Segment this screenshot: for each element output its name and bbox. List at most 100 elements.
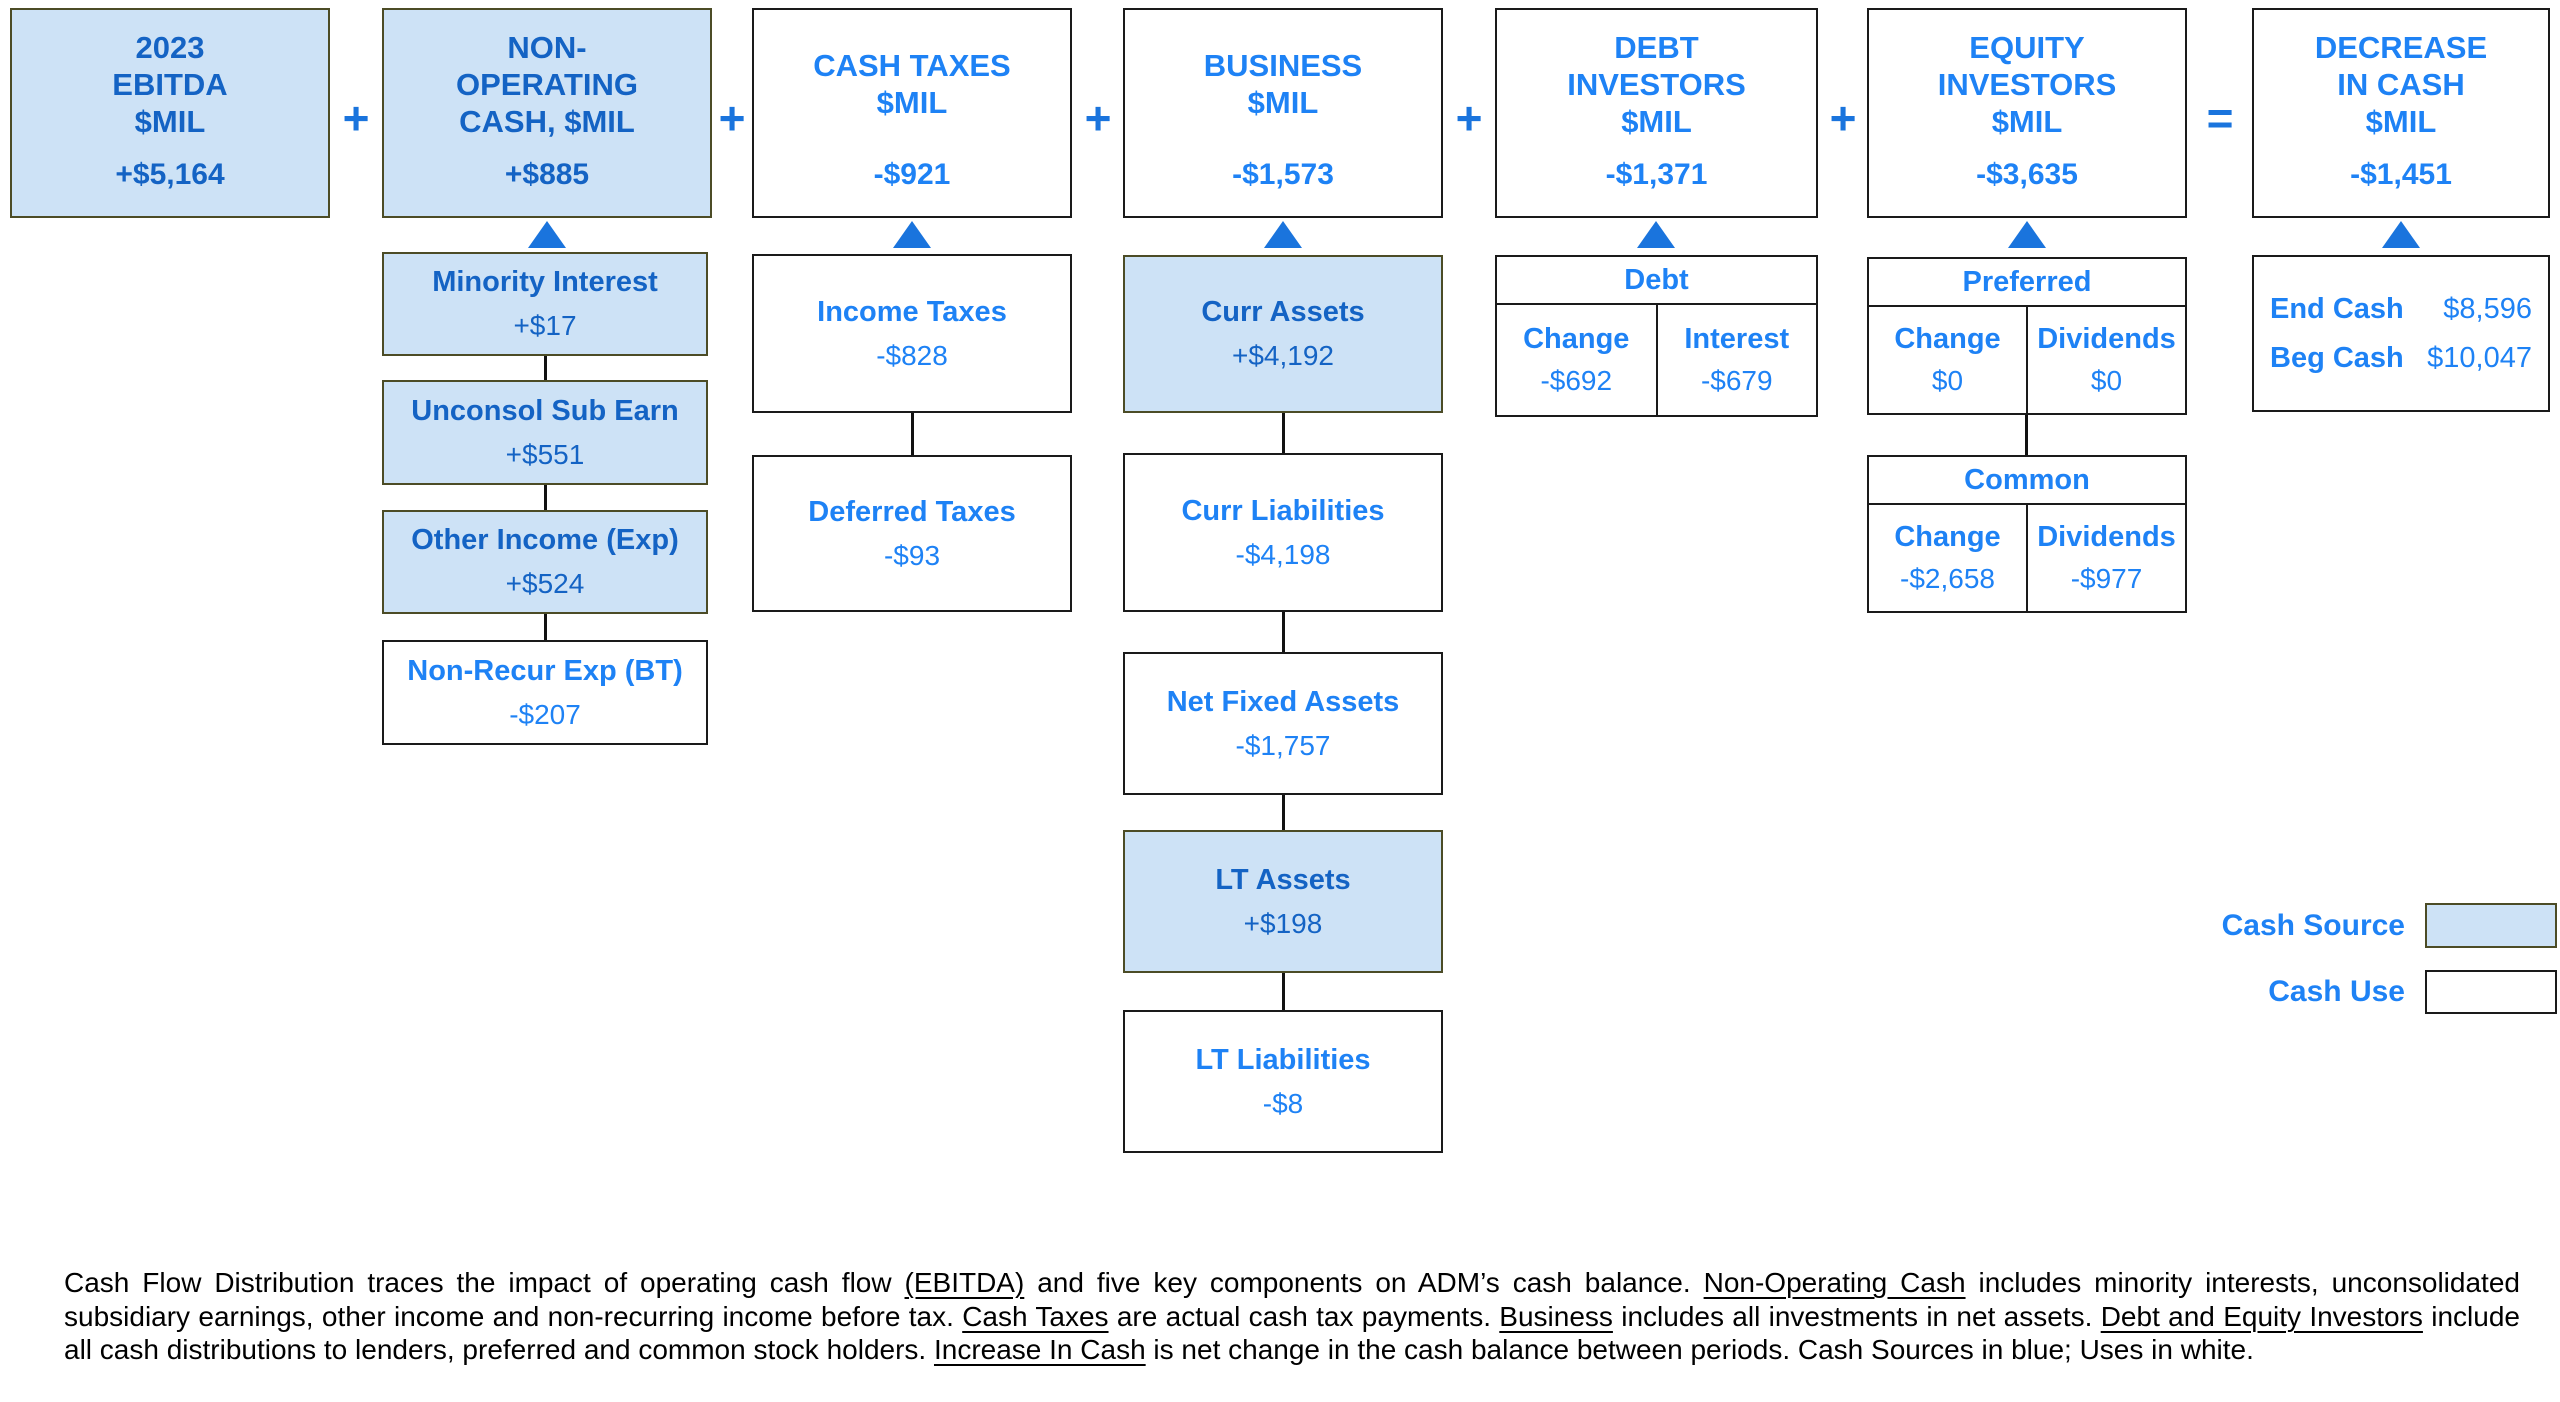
subbox-income-taxes: Income Taxes -$828: [752, 254, 1072, 413]
connector-line: [1282, 612, 1285, 652]
header-box-cash-taxes: CASH TAXES $MIL -$921: [752, 8, 1072, 218]
connector-line: [911, 413, 914, 455]
cell-value: -$977: [2070, 563, 2143, 594]
box-title-wrap: EQUITY INVESTORS $MIL: [1938, 10, 2117, 158]
box-title-wrap: BUSINESS $MIL: [1204, 10, 1362, 158]
subbox-curr-assets: Curr Assets +$4,192: [1123, 255, 1443, 413]
subbox-value: -$828: [876, 339, 948, 371]
arrow-up-icon: [1637, 221, 1675, 248]
plus-operator-4: +: [1455, 92, 1483, 144]
subbox-value: +$198: [1243, 907, 1323, 939]
subbox-label: Deferred Taxes: [808, 495, 1016, 528]
cash-balance-box: End Cash $8,596 Beg Cash $10,047: [2252, 255, 2550, 412]
common-dividends-cell: Dividends -$977: [2026, 505, 2185, 611]
box-value: -$3,635: [1976, 158, 2078, 191]
cell-label: Change: [1894, 521, 2001, 553]
arrow-up-icon: [528, 221, 566, 248]
legend-label: Cash Source: [2221, 908, 2405, 942]
box-title: 2023 EBITDA $MIL: [112, 29, 228, 139]
footnote-segment: Debt and Equity Investors: [2100, 1300, 2423, 1332]
subbox-value: -$4,198: [1235, 538, 1331, 570]
subbox-value: -$8: [1262, 1087, 1304, 1119]
subbox-lt-liabilities: LT Liabilities -$8: [1123, 1010, 1443, 1153]
box-title: NON- OPERATING CASH, $MIL: [456, 29, 638, 139]
box-value: -$1,371: [1605, 158, 1708, 191]
subbox-value: +$4,192: [1232, 340, 1334, 371]
subbox-label: Net Fixed Assets: [1166, 685, 1400, 718]
preferred-dividends-cell: Dividends $0: [2026, 307, 2185, 413]
header-box-non-operating-cash: NON- OPERATING CASH, $MIL +$885: [382, 8, 712, 218]
subbox-non-recur-exp: Non-Recur Exp (BT) -$207: [382, 640, 708, 745]
subbox-unconsol-sub-earn: Unconsol Sub Earn +$551: [382, 380, 708, 485]
box-title: BUSINESS $MIL: [1203, 48, 1363, 120]
debt-table: Debt Change -$692 Interest -$679: [1495, 255, 1818, 417]
footnote-segment: Cash Taxes: [962, 1300, 1109, 1332]
common-change-cell: Change -$2,658: [1869, 505, 2026, 611]
subbox-label: Curr Liabilities: [1181, 494, 1385, 527]
cell-value: $0: [2090, 365, 2123, 396]
legend-cash-source: Cash Source: [2100, 903, 2557, 948]
debt-table-body: Change -$692 Interest -$679: [1497, 305, 1816, 415]
header-box-decrease-in-cash: DECREASE IN CASH $MIL -$1,451: [2252, 8, 2550, 218]
footnote-segment: are actual cash tax payments.: [1108, 1300, 1500, 1332]
footnote-segment: Business: [1499, 1300, 1613, 1332]
arrow-up-icon: [2382, 221, 2420, 248]
subbox-label: Unconsol Sub Earn: [411, 394, 679, 427]
row-value: $8,596: [2443, 292, 2532, 325]
cash-source-swatch: [2425, 903, 2557, 948]
subbox-minority-interest: Minority Interest +$17: [382, 252, 708, 356]
connector-line: [544, 614, 547, 640]
header-box-equity-investors: EQUITY INVESTORS $MIL -$3,635: [1867, 8, 2187, 218]
subbox-value: +$551: [505, 438, 585, 470]
connector-line: [544, 485, 547, 510]
subbox-net-fixed-assets: Net Fixed Assets -$1,757: [1123, 652, 1443, 795]
footnote-segment: and five key components on ADM’s cash ba…: [1024, 1267, 1704, 1298]
subbox-value: -$207: [509, 698, 581, 730]
plus-operator-5: +: [1829, 92, 1857, 144]
subbox-deferred-taxes: Deferred Taxes -$93: [752, 455, 1072, 612]
footnote-segment: include all cash distributions to lender…: [64, 1300, 2520, 1366]
header-box-debt-investors: DEBT INVESTORS $MIL -$1,371: [1495, 8, 1818, 218]
box-title-wrap: CASH TAXES $MIL: [813, 10, 1011, 158]
debt-table-title: Debt: [1497, 257, 1816, 305]
box-value: +$885: [504, 158, 590, 191]
footnote-segment: is net change in the cash balance betwee…: [1145, 1334, 2254, 1365]
box-title-wrap: NON- OPERATING CASH, $MIL: [456, 10, 638, 158]
preferred-table: Preferred Change $0 Dividends $0: [1867, 257, 2187, 415]
subbox-label: LT Liabilities: [1195, 1043, 1371, 1076]
cell-label: Interest: [1684, 323, 1790, 355]
cell-value: -$2,658: [1900, 563, 1995, 594]
cell-value: $0: [1931, 365, 1964, 396]
debt-interest-cell: Interest -$679: [1655, 305, 1817, 415]
footnote-segment: Cash Flow Distribution traces the impact…: [64, 1267, 905, 1298]
beg-cash-row: Beg Cash $10,047: [2254, 342, 2548, 375]
subbox-lt-assets: LT Assets +$198: [1123, 830, 1443, 973]
subbox-value: -$1,757: [1235, 729, 1331, 761]
plus-operator-3: +: [1084, 92, 1112, 144]
box-value: +$5,164: [115, 158, 225, 191]
footnote-segment: includes minority interests, unconsolida…: [64, 1267, 2520, 1332]
row-value: $10,047: [2427, 341, 2532, 374]
box-title: CASH TAXES $MIL: [813, 48, 1011, 120]
plus-operator-1: +: [342, 92, 370, 144]
cell-label: Change: [1894, 323, 2001, 355]
subbox-label: Income Taxes: [817, 295, 1007, 328]
cell-value: -$692: [1540, 365, 1613, 396]
connector-line: [544, 356, 547, 380]
footnote-segment: Non-Operating Cash: [1703, 1267, 1966, 1298]
legend-label: Cash Use: [2268, 975, 2405, 1008]
subbox-other-income-exp: Other Income (Exp) +$524: [382, 510, 708, 614]
debt-change-cell: Change -$692: [1497, 305, 1656, 415]
cash-use-swatch: [2425, 970, 2557, 1014]
subbox-curr-liabilities: Curr Liabilities -$4,198: [1123, 453, 1443, 612]
common-table-body: Change -$2,658 Dividends -$977: [1869, 505, 2185, 611]
box-title-wrap: DEBT INVESTORS $MIL: [1567, 10, 1746, 158]
subbox-label: Minority Interest: [432, 266, 658, 298]
header-box-business: BUSINESS $MIL -$1,573: [1123, 8, 1443, 218]
equals-operator: =: [2206, 92, 2234, 144]
connector-line: [2025, 415, 2028, 455]
subbox-label: Non-Recur Exp (BT): [407, 654, 683, 687]
subbox-value: +$17: [513, 310, 577, 341]
common-table: Common Change -$2,658 Dividends -$977: [1867, 455, 2187, 613]
